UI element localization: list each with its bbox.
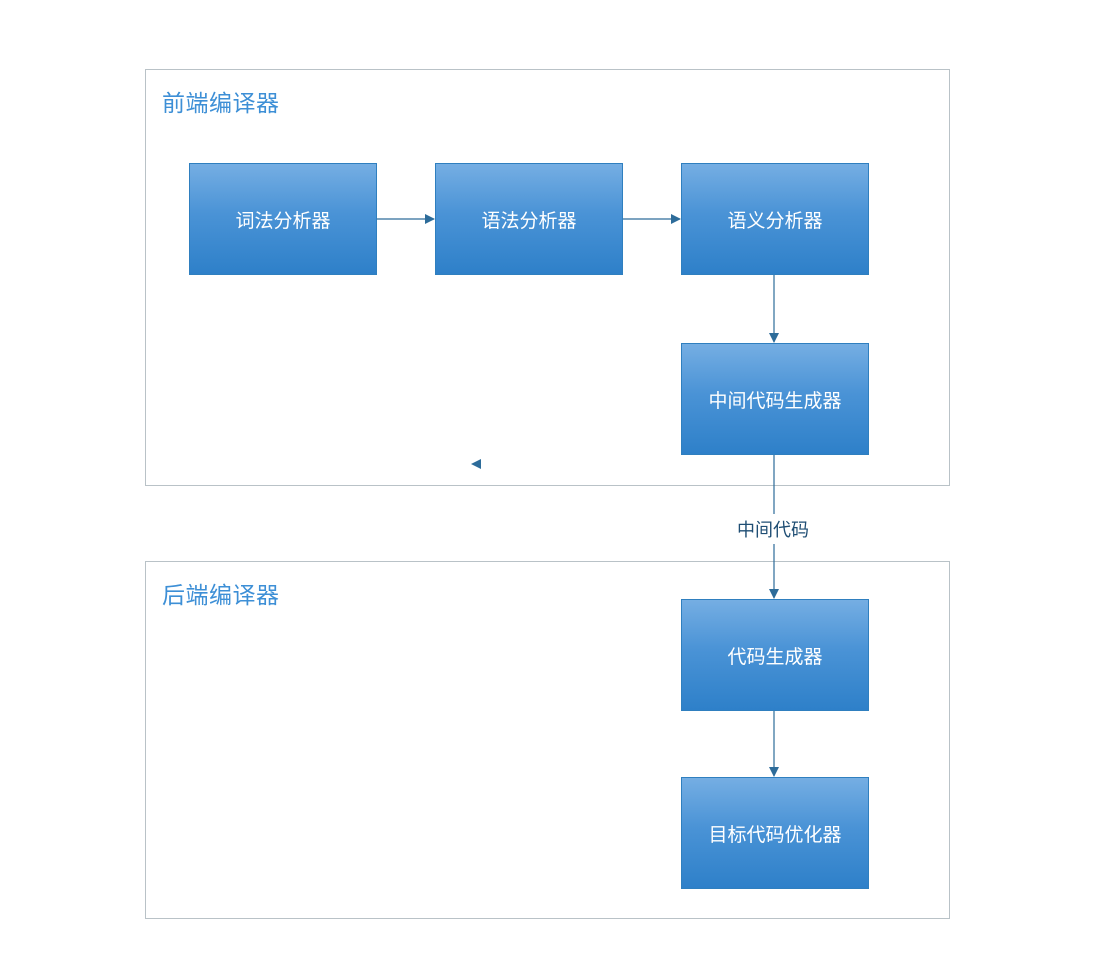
- code-generator-node[interactable]: 代码生成器: [681, 599, 869, 711]
- code-optimizer-node[interactable]: 目标代码优化器: [681, 777, 869, 889]
- code-generator-node-label: 代码生成器: [727, 645, 823, 668]
- semantic-analyzer-node[interactable]: 语义分析器: [681, 163, 869, 275]
- frontend-compiler-group: 前端编译器: [145, 69, 950, 486]
- parser-node-label: 语法分析器: [481, 209, 577, 232]
- frontend-compiler-title: 前端编译器: [162, 91, 280, 117]
- ir-generator-node-label: 中间代码生成器: [708, 389, 842, 412]
- lexer-node-label: 词法分析器: [235, 209, 331, 232]
- lexer-node[interactable]: 词法分析器: [189, 163, 377, 275]
- parser-node[interactable]: 语法分析器: [435, 163, 623, 275]
- semantic-analyzer-node-label: 语义分析器: [727, 209, 823, 232]
- ir-generator-node[interactable]: 中间代码生成器: [681, 343, 869, 455]
- backend-compiler-title: 后端编译器: [162, 583, 280, 609]
- edge-label-intermediate-code: 中间代码: [737, 514, 809, 544]
- code-optimizer-node-label: 目标代码优化器: [708, 823, 842, 846]
